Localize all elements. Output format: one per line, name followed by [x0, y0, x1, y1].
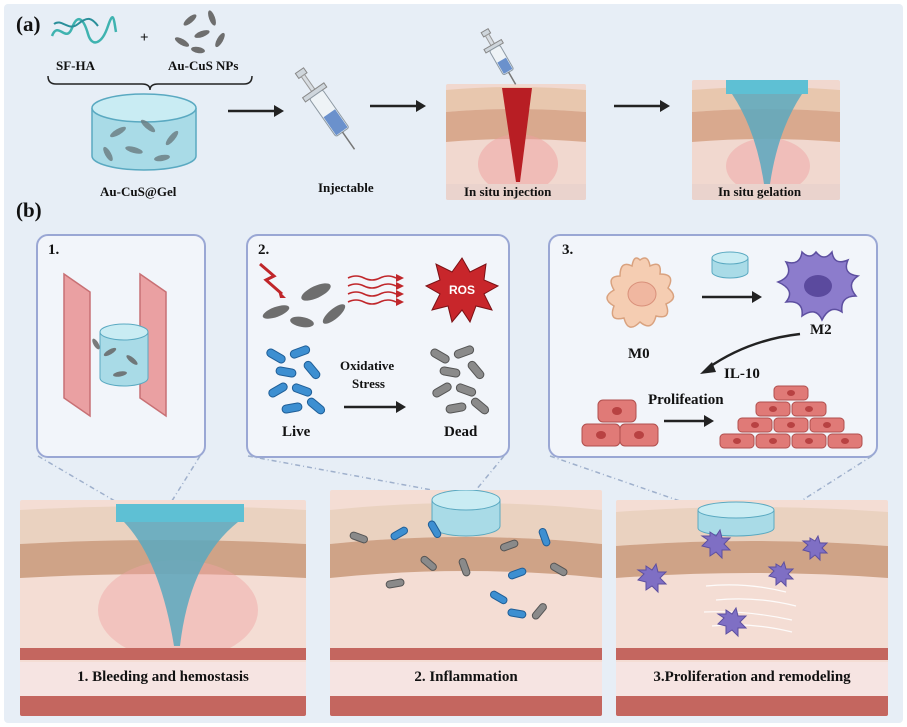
plus-sign: + — [140, 30, 149, 46]
stage2-caption-band: 2. Inflammation — [330, 662, 602, 696]
box1-number: 1. — [48, 242, 60, 258]
arrow-right-icon — [664, 415, 714, 427]
ros-burst-icon — [424, 257, 500, 324]
arrow-right-icon — [370, 100, 426, 112]
hydrogel-small-icon — [711, 251, 749, 279]
sf-ha-polymer-icon — [50, 16, 118, 44]
hemostasis-wound-gel-icon — [63, 272, 167, 418]
syringe-icon — [480, 27, 517, 85]
arrow-right-icon — [702, 291, 762, 303]
ros-label: ROS — [448, 283, 475, 297]
arrow-right-icon — [614, 100, 670, 112]
dead-bacteria-icon — [430, 345, 490, 415]
stage2-caption: 2. Inflammation — [414, 669, 518, 685]
stage1-caption: 1. Bleeding and hemostasis — [77, 669, 249, 685]
gelation-label: In situ gelation — [718, 184, 802, 199]
stage1-caption-band: 1. Bleeding and hemostasis — [20, 662, 306, 696]
skin-stage1 — [20, 500, 306, 716]
live-bacteria-icon — [266, 345, 326, 415]
hydrogel-cylinder-icon — [91, 93, 197, 171]
box3-number: 3. — [562, 242, 574, 258]
hydrogel-label: Au-CuS@Gel — [100, 184, 177, 199]
stage3-caption: 3.Proliferation and remodeling — [653, 669, 851, 685]
m0-macrophage-icon — [606, 257, 675, 328]
injection-skin-section — [446, 84, 586, 200]
m2-macrophage-icon — [776, 250, 861, 322]
arrow-right-icon — [344, 401, 406, 413]
syringe-icon — [294, 67, 356, 150]
stress-label: Stress — [352, 376, 385, 391]
injection-label: In situ injection — [464, 184, 552, 199]
dead-label: Dead — [444, 424, 478, 440]
panel-a-label: (a) — [16, 12, 41, 36]
m2-label: M2 — [810, 322, 832, 338]
heat-waves-icon — [347, 274, 404, 306]
nir-nanoparticles-icon — [259, 262, 346, 328]
panel-b-label: (b) — [16, 198, 42, 222]
curved-arrow-icon — [700, 332, 801, 374]
au-cus-nps-label: Au-CuS NPs — [168, 58, 239, 73]
brace-icon — [47, 75, 253, 91]
au-cus-nanoparticles-icon — [174, 10, 225, 54]
cells-pyramid-icon — [719, 385, 863, 449]
stage3-caption-band: 3.Proliferation and remodeling — [616, 662, 888, 696]
oxidative-label: Oxidative — [340, 358, 395, 373]
proliferation-label: Prolifeation — [648, 392, 724, 408]
il10-label: IL-10 — [724, 366, 760, 382]
box2-number: 2. — [258, 242, 270, 258]
cells-small-group-icon — [581, 399, 659, 447]
sf-ha-label: SF-HA — [56, 58, 95, 73]
gelation-skin-section — [692, 80, 840, 200]
live-label: Live — [282, 424, 311, 440]
arrow-right-icon — [228, 105, 284, 117]
injectable-label: Injectable — [318, 180, 374, 195]
m0-label: M0 — [628, 346, 650, 362]
